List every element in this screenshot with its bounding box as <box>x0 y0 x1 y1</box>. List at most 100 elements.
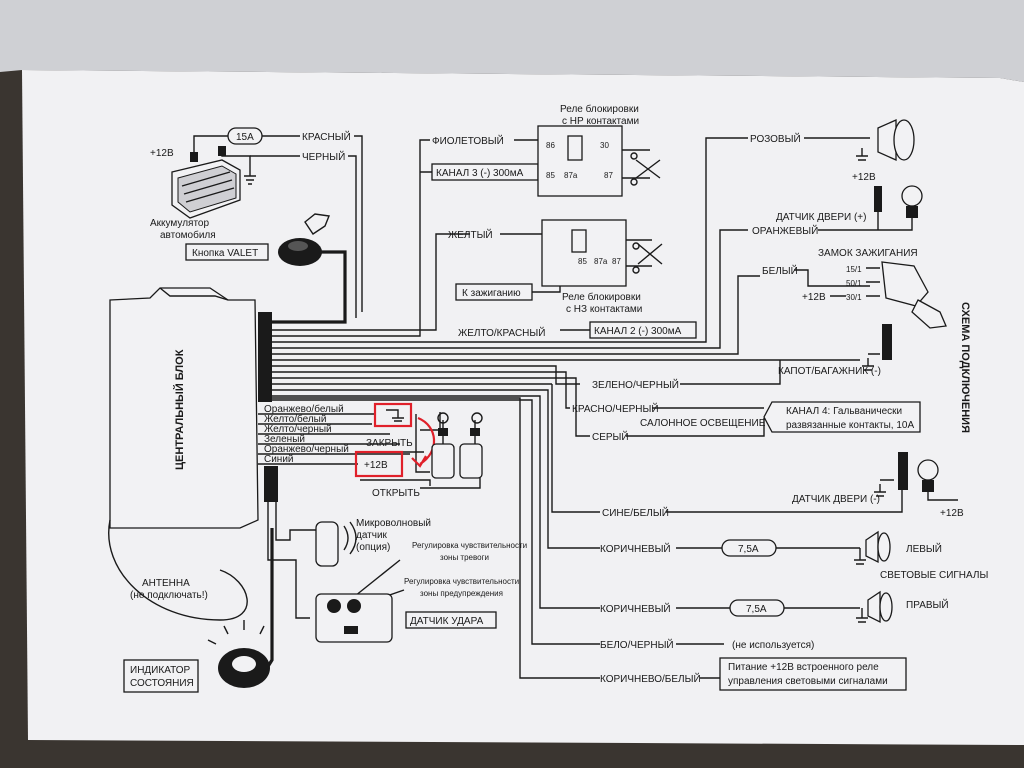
lock-close-label: ЗАКРЫТЬ <box>366 438 413 449</box>
svg-text:86: 86 <box>546 141 555 150</box>
fuse-right-label: 7,5А <box>746 604 767 615</box>
relay-no: 86 30 85 87а 87 <box>537 125 661 197</box>
left-label: ЛЕВЫЙ <box>906 542 942 555</box>
indicator-label-2: СОСТОЯНИЯ <box>130 678 194 689</box>
diagram-title: СХЕМА ПОДКЛЮЧЕНИЯ <box>959 302 971 433</box>
battery-caption-2: автомобиля <box>160 229 216 241</box>
lock-plus12-label: +12В <box>364 460 388 471</box>
door-switch-plus-icon <box>874 186 882 212</box>
microwave-label-2: датчик <box>356 530 388 541</box>
central-unit-label: ЦЕНТРАЛЬНЫЙ БЛОК <box>173 349 186 470</box>
fuse-left <box>721 539 777 557</box>
svg-text:30: 30 <box>600 141 609 150</box>
left-lamp-icon <box>854 530 891 565</box>
wire-yellow-black-label: Желто/черный <box>264 424 332 435</box>
to-ignition-label: К зажиганию <box>462 288 521 299</box>
lock-actuators <box>431 412 483 479</box>
door-minus-12v: +12В <box>940 508 964 519</box>
fuse-15a-label: 15А <box>236 132 254 143</box>
wire-violet-label: ФИОЛЕТОВЫЙ <box>432 134 504 147</box>
wire-orange-black-label: Оранжево/черный <box>264 444 349 455</box>
highlight-arrow <box>411 416 436 468</box>
wire-pink-label: РОЗОВЫЙ <box>750 132 801 145</box>
hood-switch-icon <box>862 324 892 371</box>
microwave-label-3: (опция) <box>356 542 390 553</box>
door-plus-label: ДАТЧИК ДВЕРИ (+) <box>776 212 866 223</box>
fuse-right <box>729 599 785 617</box>
wire-red-black-label: КРАСНО/ЧЕРНЫЙ <box>572 402 659 415</box>
channel2-label: КАНАЛ 2 (-) 300мА <box>594 326 682 337</box>
sens-alarm-label-1: Регулировка чувствительности <box>412 541 527 550</box>
wire-brown-white-label: КОРИЧНЕВО/БЕЛЫЙ <box>600 672 701 685</box>
antenna-label-2: (не подключать!) <box>130 590 208 601</box>
sens-warn-label-1: Регулировка чувствительности <box>404 577 519 586</box>
ignition-key-icon <box>881 261 947 329</box>
wire-orange-label: ОРАНЖЕВЫЙ <box>752 224 818 237</box>
relay-nc: 85 87а 87 <box>541 219 663 287</box>
antenna-label-1: АНТЕННА <box>142 578 190 589</box>
wire-brown1-label: КОРИЧНЕВЫЙ <box>600 542 671 555</box>
connector-pins <box>258 312 278 502</box>
interior-light-label: САЛОННОЕ ОСВЕЩЕНИЕ <box>640 418 766 429</box>
microwave-label-1: Микроволновый <box>356 518 431 529</box>
shock-sensor-box <box>405 611 497 629</box>
ign-plus12-label: +12В <box>802 292 826 303</box>
relay-nc-caption-1: Реле блокировки <box>562 291 641 303</box>
wire-blue-label: Синий <box>264 454 294 465</box>
not-used-label: (не используется) <box>732 640 814 651</box>
lamp-icon <box>901 185 923 218</box>
door-minus-label: ДАТЧИК ДВЕРИ (-) <box>792 494 880 505</box>
channel3-label: КАНАЛ 3 (-) 300мА <box>436 168 524 179</box>
wire-green-label: Зеленый <box>264 434 305 445</box>
power-relay-label-2: управления световыми сигналами <box>728 676 888 687</box>
svg-text:87: 87 <box>604 171 613 180</box>
svg-text:87а: 87а <box>594 257 608 266</box>
wire-orange-white-label: Оранжево/белый <box>264 403 344 415</box>
ign-30-label: 30/1 <box>846 293 862 302</box>
shock-sensor-label: ДАТЧИК УДАРА <box>410 616 484 627</box>
svg-text:87: 87 <box>612 257 621 266</box>
wire-brown2-label: КОРИЧНЕВЫЙ <box>600 602 671 615</box>
status-led-icon <box>207 620 270 688</box>
channel4-box <box>763 401 921 433</box>
fuse-left-label: 7,5А <box>738 544 759 555</box>
door-switch-minus-icon <box>874 452 939 497</box>
hood-label: КАПОТ/БАГАЖНИК (-) <box>778 366 881 377</box>
channel4-label-1: КАНАЛ 4: Гальванически <box>786 406 902 417</box>
turn-signals-label: СВЕТОВЫЕ СИГНАЛЫ <box>880 570 988 581</box>
svg-text:87а: 87а <box>564 171 578 180</box>
wire-white-label: БЕЛЫЙ <box>762 264 798 277</box>
relay-nc-caption-2: с НЗ контактами <box>566 304 642 315</box>
door-plus-12v: +12В <box>852 172 876 183</box>
svg-text:85: 85 <box>578 257 587 266</box>
right-lamp-icon <box>856 590 893 624</box>
indicator-label-box <box>123 659 199 693</box>
central-unit: ЦЕНТРАЛЬНЫЙ БЛОК <box>109 287 278 529</box>
wire-yellow-red-label: ЖЕЛТО/КРАСНЫЙ <box>458 326 545 339</box>
highlight-ground <box>373 402 413 428</box>
ign-15-label: 15/1 <box>846 265 862 274</box>
sens-alarm-label-2: зоны тревоги <box>440 553 489 562</box>
relay-no-caption-2: с НР контактами <box>562 116 639 127</box>
battery-caption-1: Аккумулятор <box>150 218 209 229</box>
indicator-label-1: ИНДИКАТОР <box>130 665 191 676</box>
right-label: ПРАВЫЙ <box>906 598 949 611</box>
lock-open-label: ОТКРЫТЬ <box>372 488 420 499</box>
wire-yellow-label: ЖЕЛТЫЙ <box>448 228 493 241</box>
paper-shadow <box>0 0 1024 82</box>
horn-icon <box>877 118 915 162</box>
wire-green-black-label: ЗЕЛЕНО/ЧЕРНЫЙ <box>592 378 679 391</box>
sens-warn-label-2: зоны предупреждения <box>420 589 503 598</box>
svg-text:85: 85 <box>546 171 555 180</box>
wire-gray-label: СЕРЫЙ <box>592 430 629 443</box>
ign-50-label: 50/1 <box>846 279 862 288</box>
highlight-plus12 <box>354 450 404 478</box>
antenna-wire <box>108 519 248 621</box>
valet-label-box <box>185 243 269 261</box>
relay-no-caption-1: Реле блокировки <box>560 103 639 115</box>
valet-button <box>278 213 330 266</box>
ignition-lock-label: ЗАМОК ЗАЖИГАНИЯ <box>818 248 918 259</box>
microwave-sensor <box>315 521 357 567</box>
battery-plus-label: +12В <box>150 148 174 159</box>
